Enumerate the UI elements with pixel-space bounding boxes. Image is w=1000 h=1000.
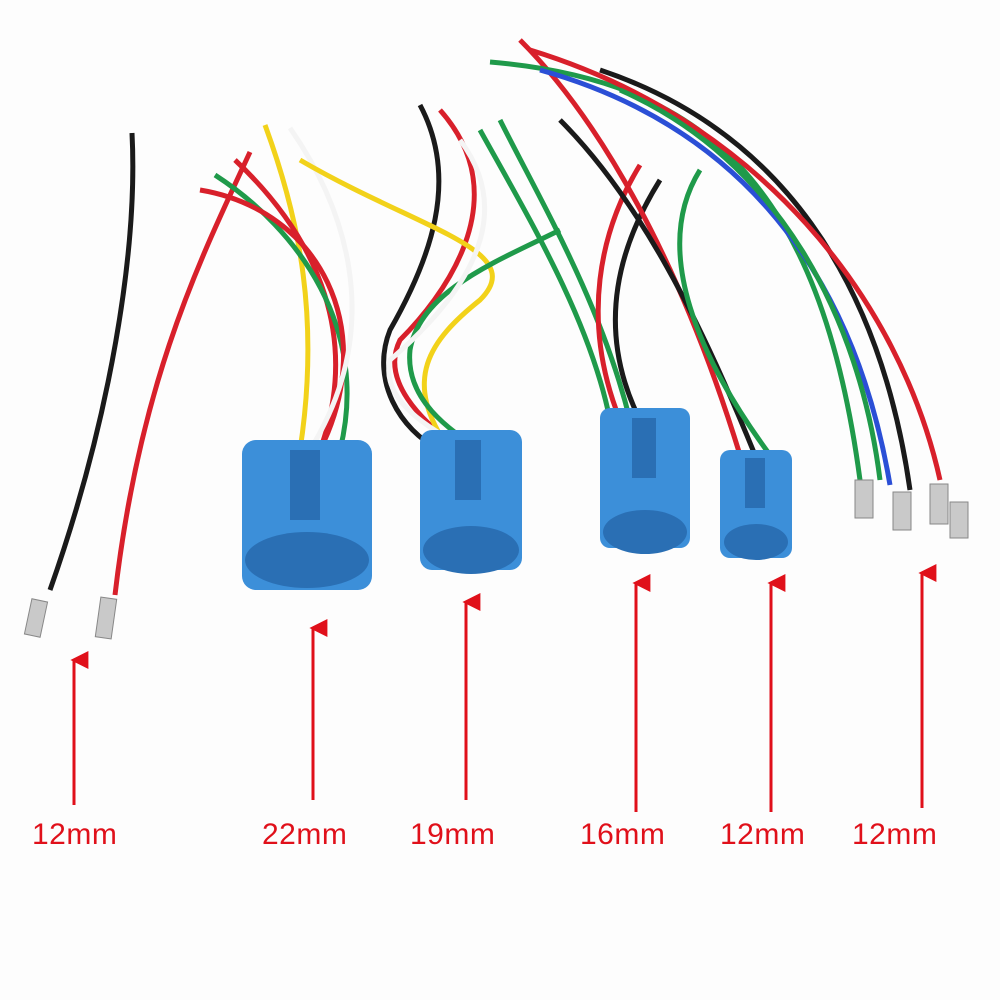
harness-16mm xyxy=(477,118,690,554)
size-label-6: 12mm xyxy=(852,818,938,851)
size-label-5: 12mm xyxy=(720,818,806,851)
harness-22mm xyxy=(199,124,372,590)
size-label-1: 12mm xyxy=(32,818,118,851)
harness-12mm-two-wire xyxy=(23,132,253,640)
harness-12mm-connector xyxy=(518,38,792,560)
terminal-icon xyxy=(23,598,49,638)
arrows xyxy=(70,564,937,812)
terminal-icon xyxy=(949,501,969,539)
harness-12mm-multi-wire xyxy=(489,47,969,539)
harness-19mm xyxy=(298,103,562,574)
size-label-4: 16mm xyxy=(580,818,666,851)
terminal-icon xyxy=(854,479,874,519)
terminal-icon xyxy=(929,483,949,525)
terminal-icon xyxy=(892,491,912,531)
size-label-3: 19mm xyxy=(410,818,496,851)
size-label-2: 22mm xyxy=(262,818,348,851)
terminal-icon xyxy=(94,596,118,640)
